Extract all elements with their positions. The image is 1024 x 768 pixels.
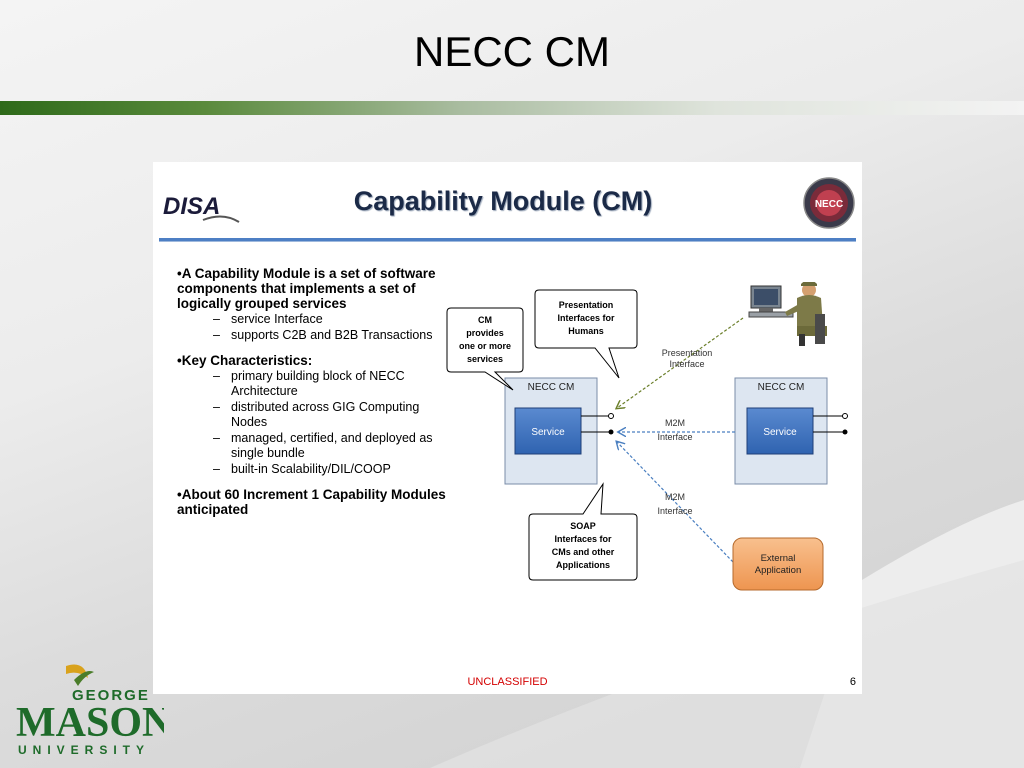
- operator-workstation-icon: [748, 282, 827, 346]
- disa-logo: DISA: [163, 190, 243, 229]
- callout-cm: CM provides one or more services: [446, 307, 524, 391]
- page-number: 6: [849, 676, 856, 688]
- classification-label: UNCLASSIFIED: [467, 676, 548, 688]
- header-divider: [159, 238, 856, 242]
- slide-title: NECC CM: [414, 28, 610, 75]
- svg-text:External: External: [761, 553, 796, 564]
- right-necc-cm-box: NECC CM Service: [734, 377, 848, 485]
- left-box-label: NECC CM: [528, 382, 575, 393]
- svg-text:one or more: one or more: [459, 341, 511, 351]
- sub-bullet: –managed, certified, and deployed as sin…: [213, 431, 433, 460]
- gmu-line3: UNIVERSITY: [18, 743, 150, 757]
- svg-text:Interfaces for: Interfaces for: [557, 313, 615, 323]
- panel-title: Capability Module (CM): [353, 186, 653, 216]
- necc-seal-icon: NECC: [802, 176, 856, 235]
- sub-bullet: –distributed across GIG Computing Nodes: [213, 400, 420, 429]
- svg-text:Humans: Humans: [568, 326, 604, 336]
- svg-text:provides: provides: [466, 328, 504, 338]
- svg-text:M2M: M2M: [665, 418, 685, 428]
- disa-logo-text: DISA: [163, 193, 220, 220]
- m2m-arrow-diagonal: [617, 442, 734, 563]
- gmu-line2: MASON: [16, 700, 164, 746]
- sub-bullet: –supports C2B and B2B Transactions: [213, 328, 433, 342]
- sub-bullet: –built-in Scalability/DIL/COOP: [213, 462, 391, 476]
- george-mason-logo: GEORGE MASON UNIVERSITY: [14, 660, 172, 765]
- svg-text:services: services: [467, 354, 503, 364]
- svg-text:Interface: Interface: [657, 506, 692, 516]
- sub-bullet: –service Interface: [213, 312, 323, 326]
- seal-text: NECC: [815, 199, 843, 210]
- svg-text:Interfaces for: Interfaces for: [554, 534, 612, 544]
- sub-bullet: –primary building block of NECC Architec…: [213, 369, 405, 398]
- bullet-1: •A Capability Module is a set of softwar…: [177, 266, 436, 311]
- left-service-label: Service: [531, 427, 565, 438]
- svg-text:SOAP: SOAP: [570, 521, 596, 531]
- svg-text:Interface: Interface: [669, 359, 704, 369]
- svg-text:Presentation: Presentation: [662, 348, 713, 358]
- svg-text:Application: Application: [755, 565, 801, 576]
- callout-soap: SOAP Interfaces for CMs and other Applic…: [528, 482, 638, 581]
- capability-module-panel: DISA Capability Module (CM) NECC •A Capa…: [153, 162, 862, 694]
- callout-presentation: Presentation Interfaces for Humans: [534, 289, 638, 379]
- external-application-box: External Application: [732, 537, 824, 591]
- right-box-label: NECC CM: [758, 382, 805, 393]
- gmu-leaf-icon: [66, 664, 88, 678]
- bullet-list: •A Capability Module is a set of softwar…: [177, 260, 447, 517]
- bullet-2: •Key Characteristics:: [177, 353, 313, 368]
- left-necc-cm-box: NECC CM Service: [504, 377, 614, 485]
- svg-text:CM: CM: [478, 315, 492, 325]
- right-service-label: Service: [763, 427, 797, 438]
- svg-text:Interface: Interface: [657, 432, 692, 442]
- presentation-arrow: [617, 317, 744, 408]
- svg-text:Applications: Applications: [556, 560, 610, 570]
- cm-architecture-diagram: NECC CM Service NECC CM Service CM provi…: [446, 282, 848, 591]
- svg-text:Presentation: Presentation: [559, 300, 614, 310]
- gmu-line1: GEORGE: [72, 687, 150, 704]
- svg-text:M2M: M2M: [665, 492, 685, 502]
- title-rule: [0, 101, 1024, 115]
- bullet-3: •About 60 Increment 1 Capability Modules…: [177, 487, 446, 517]
- svg-text:CMs and other: CMs and other: [552, 547, 615, 557]
